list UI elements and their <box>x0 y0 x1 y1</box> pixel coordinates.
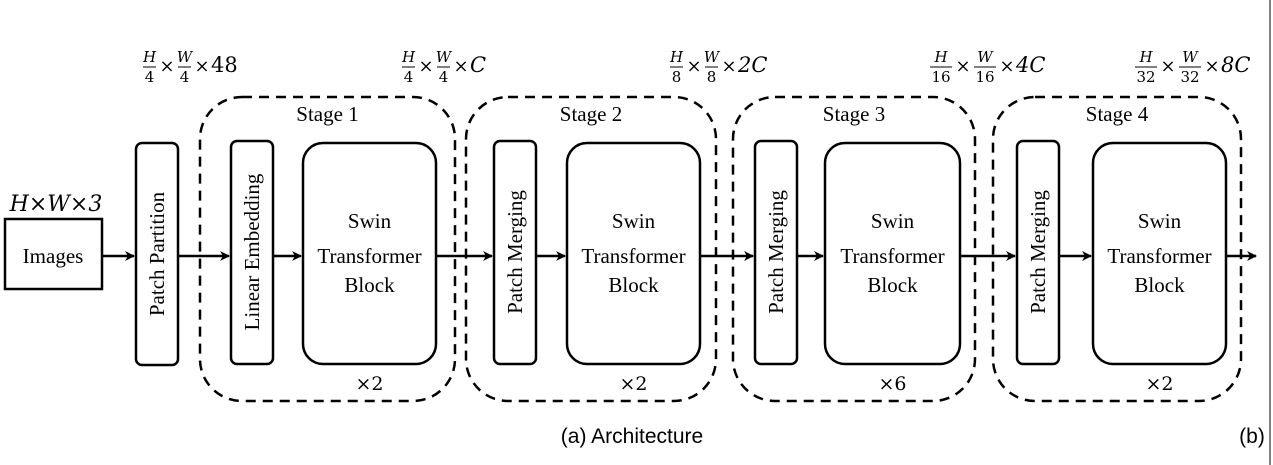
times-symbol: × <box>453 56 468 77</box>
fraction-numerator: H <box>142 48 157 66</box>
fraction-numerator: W <box>1182 48 1199 66</box>
times-symbol: × <box>1160 56 1175 77</box>
stage-boundary <box>464 95 718 403</box>
first-layer-box <box>229 139 275 366</box>
channel-count: 48 <box>211 53 238 77</box>
times-symbol: × <box>721 56 736 77</box>
first-layer-box <box>492 139 538 366</box>
stage-2: Stage 2 Patch Merging SwinTransformerBlock… <box>464 95 718 403</box>
fraction-denominator: 4 <box>145 68 155 86</box>
swin-block-box <box>1091 141 1228 366</box>
stage-4: Stage 4 Patch Merging SwinTransformerBlock… <box>991 95 1243 403</box>
stages: Stage 1 Linear Embedding SwinTransformerBl… <box>198 95 1243 403</box>
swin-block-label-line: Transformer <box>840 244 944 268</box>
swin-block-box <box>823 141 962 366</box>
fraction-denominator: 4 <box>404 68 414 86</box>
times-symbol: × <box>159 56 174 77</box>
fraction-numerator: W <box>704 48 721 66</box>
swin-block-box <box>565 141 702 366</box>
channel-count: 8C <box>1221 53 1250 77</box>
swin-block-label-line: Swin <box>348 209 392 233</box>
swin-block-label-line: Block <box>867 273 918 297</box>
fraction-denominator: 8 <box>707 68 717 86</box>
stage-title: Stage 3 <box>823 102 885 126</box>
patch-partition-output-dims: H4×W4×48 <box>142 48 238 86</box>
stage-1: Stage 1 Linear Embedding SwinTransformerBl… <box>198 95 457 403</box>
images-label: Images <box>23 244 84 268</box>
stage-title: Stage 1 <box>296 102 358 126</box>
fraction-denominator: 16 <box>975 68 994 86</box>
channel-count: 2C <box>737 53 767 77</box>
caption-architecture: (a) Architecture <box>561 425 703 448</box>
stage-3: Stage 3 Patch Merging SwinTransformerBlock… <box>731 95 977 403</box>
fraction-numerator: H <box>669 48 684 66</box>
first-layer-box <box>1015 139 1061 366</box>
fraction-numerator: H <box>1138 48 1153 66</box>
stage-repeat-count: ×2 <box>355 373 383 395</box>
stage-repeat-count: ×2 <box>619 373 647 395</box>
stage-title: Stage 2 <box>560 102 622 126</box>
times-symbol: × <box>1204 56 1219 77</box>
channel-count: 4C <box>1015 53 1045 77</box>
times-symbol: × <box>418 56 433 77</box>
stage-repeat-count: ×2 <box>1145 373 1173 395</box>
fraction-denominator: 16 <box>931 68 950 86</box>
patch-partition-label: Patch Partition <box>145 191 169 316</box>
swin-block-label-line: Swin <box>612 209 656 233</box>
images-box <box>3 217 104 291</box>
fraction-denominator: 4 <box>439 68 449 86</box>
swin-block-label-line: Swin <box>871 209 915 233</box>
swin-block-label-line: Transformer <box>1107 244 1211 268</box>
fraction-numerator: W <box>436 48 453 66</box>
swin-block-label-line: Block <box>344 273 395 297</box>
stage-repeat-count: ×6 <box>878 373 906 395</box>
times-symbol: × <box>999 56 1014 77</box>
swin-block-label-line: Block <box>1134 273 1185 297</box>
swin-block-box <box>301 141 438 366</box>
swin-block-label-line: Transformer <box>317 244 421 268</box>
fraction-denominator: 32 <box>1136 68 1155 86</box>
fraction-numerator: W <box>177 48 194 66</box>
fraction-denominator: 8 <box>672 68 682 86</box>
times-symbol: × <box>194 56 209 77</box>
caption-b: (b) <box>1239 425 1265 448</box>
times-symbol: × <box>955 56 970 77</box>
stage-1-output-dims: H4×W4×C <box>401 48 486 86</box>
channel-count: C <box>470 53 486 77</box>
patch-partition-box <box>134 141 180 367</box>
first-layer-label: Patch Merging <box>1026 190 1050 314</box>
swin-block-label-line: Block <box>608 273 659 297</box>
first-layer-label: Patch Merging <box>503 190 527 314</box>
stage-title: Stage 4 <box>1086 102 1149 126</box>
times-symbol: × <box>686 56 701 77</box>
swin-block-label-line: Swin <box>1138 209 1182 233</box>
fraction-numerator: H <box>933 48 948 66</box>
stage-3-output-dims: H16×W16×4C <box>930 48 1045 86</box>
fraction-numerator: W <box>977 48 994 66</box>
stage-boundary <box>991 95 1243 403</box>
swin-block-label-line: Transformer <box>581 244 685 268</box>
stage-2-output-dims: H8×W8×2C <box>669 48 767 86</box>
fraction-denominator: 4 <box>180 68 190 86</box>
first-layer-box <box>753 139 799 366</box>
stage-boundary <box>198 95 457 403</box>
input-dims-label: H×W×3 <box>9 192 103 217</box>
fraction-numerator: H <box>401 48 416 66</box>
fraction-denominator: 32 <box>1180 68 1199 86</box>
stage-4-output-dims: H32×W32×8C <box>1135 48 1250 86</box>
first-layer-label: Linear Embedding <box>240 173 264 330</box>
first-layer-label: Patch Merging <box>764 190 788 314</box>
